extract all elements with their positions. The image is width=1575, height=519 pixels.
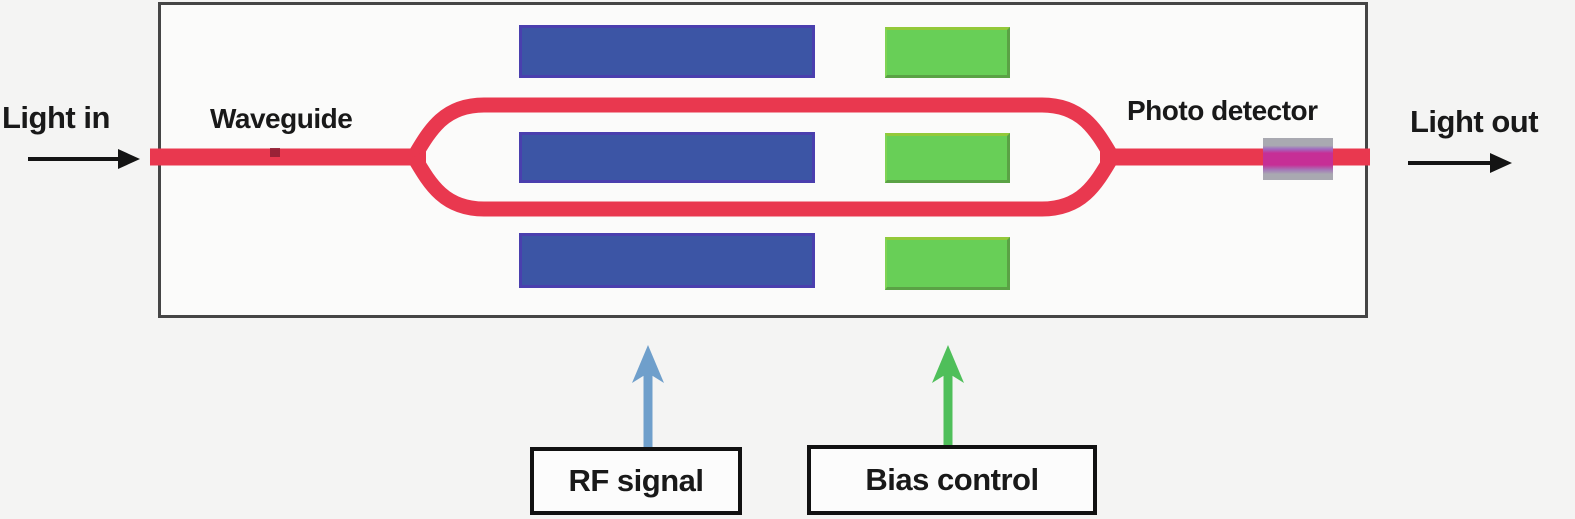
waveguide-label: Waveguide xyxy=(210,103,353,134)
light-out-label: Light out xyxy=(1410,104,1539,139)
rf-electrode-top xyxy=(519,25,815,78)
waveguide-marker xyxy=(270,148,280,157)
light-in-label: Light in xyxy=(2,100,110,135)
bias-electrode-middle xyxy=(885,133,1010,183)
waveguide-top-arm xyxy=(407,97,1119,161)
bias-control-box: Bias control xyxy=(807,445,1097,515)
rf-signal-label: RF signal xyxy=(568,463,704,498)
bias-control-label: Bias control xyxy=(865,462,1039,497)
rf-signal-arrow-icon xyxy=(632,345,664,447)
bias-electrode-bottom xyxy=(885,237,1010,290)
photo-detector-label: Photo detector xyxy=(1127,95,1318,126)
bias-electrode-top xyxy=(885,27,1010,78)
photo-detector-block xyxy=(1263,138,1333,180)
waveguide-bottom-arm xyxy=(407,153,1119,217)
light-out-arrow-icon xyxy=(1408,153,1512,173)
rf-signal-box: RF signal xyxy=(530,447,742,515)
rf-electrode-bottom xyxy=(519,233,815,288)
bias-control-arrow-icon xyxy=(932,345,964,445)
light-in-arrow-icon xyxy=(28,149,140,169)
rf-electrode-middle xyxy=(519,132,815,183)
